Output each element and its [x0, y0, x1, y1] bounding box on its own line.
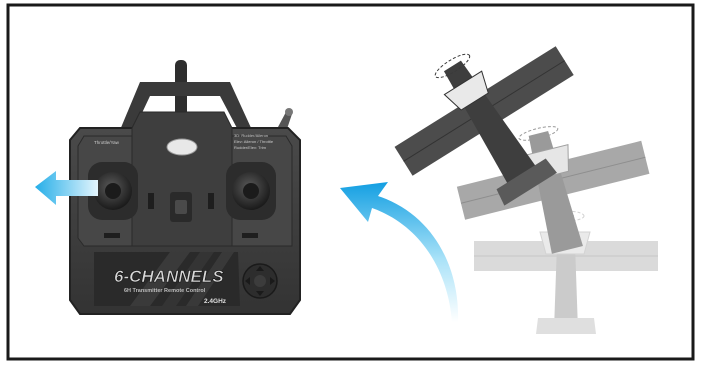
- brand-sub: 6H Transmitter Remote Control: [124, 288, 206, 294]
- power-indicator: [167, 139, 197, 155]
- left-shoulder-label: Throttle/Yaw: [94, 140, 120, 145]
- right-shoulder-line-1: 3D: Rudder/Aileron: [234, 133, 268, 138]
- brand-main: 6-CHANNELS: [114, 267, 224, 286]
- right-shoulder-line-2: Elev: Aileron / Throttle: [234, 139, 274, 144]
- frequency-label: 2.4GHz: [204, 298, 227, 305]
- right-shoulder-line-3: Rudder/Elev: Trim: [234, 145, 267, 150]
